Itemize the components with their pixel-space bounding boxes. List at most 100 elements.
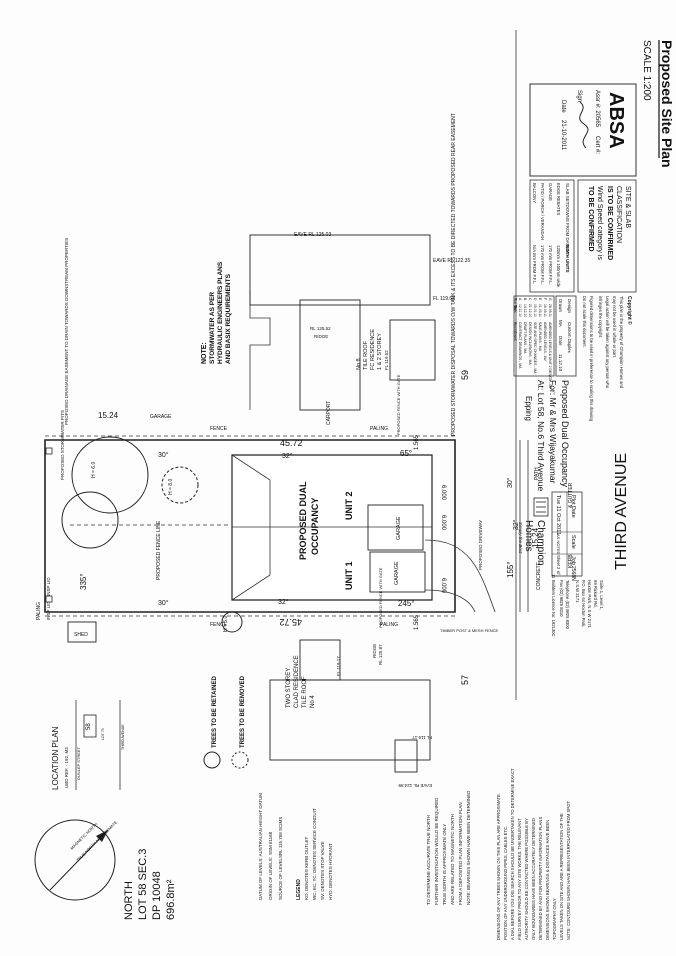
disclaimer-line: ONLY BOUNDARIES HAVE BEEN ACCURATELY DET… [531, 818, 536, 940]
angle-label: 30° [158, 451, 169, 459]
neighbour-fl: FL 119.17 [336, 656, 341, 676]
setdown-header-left: SLAB SETDOWNS FROM DATUM [565, 183, 570, 253]
project-suburb: Epping [524, 396, 533, 421]
revision-table: G 28.09.11 AMENDED LEVELS & UNIT 2 DESIG… [514, 295, 555, 389]
north-note-line: FURTHER INVESTIGATION WOULD BE REQUIRED [434, 797, 439, 905]
north-note-line: AND ARE RELATED TO MAGNETIC NORTH [450, 814, 455, 905]
neighbour-label: FC RESIDENCE [370, 329, 376, 370]
neighbour-label: No 8 [356, 358, 362, 370]
copyright-title: Copyright © [626, 296, 633, 325]
plot-info-table: Plot Date Tue 11 Oct 2011 Scale AS NOTED… [551, 491, 583, 581]
stormwater-pit-icon [45, 595, 53, 603]
location-ref: UBD REF. - 192, M3 [64, 747, 69, 788]
revision-col-amendment: Amendment [514, 322, 518, 341]
site-plan: PROPOSED DUAL OCCUPANCY UNIT 2 UNIT 1 GA… [36, 113, 630, 788]
revision-no: E [538, 298, 542, 301]
datum-source-value: RL 115.758 SCIMS [278, 817, 283, 855]
setdown-row-label: GARAGE [548, 183, 553, 201]
project-address: At: Lot 58, No.6 Third Avenue [536, 380, 546, 491]
disclaimer-line: TOPOGRAPHY ONLY [552, 898, 557, 940]
company-phone: Telephone (02) 9825 8300 [565, 580, 570, 630]
lot-number-left: 57 [460, 675, 470, 685]
dim-32: 32° [512, 519, 520, 530]
bearing-front: 155° [506, 561, 515, 578]
north-note-line: TO DETERMINE ACCURATE TRUE NORTH [426, 815, 431, 905]
neighbour-label: No 4 [310, 695, 316, 708]
neighbour-ridge: RIDGE [314, 334, 328, 339]
disclaimer-line: DIMENSIONS SHOWN BEARINGS & DISTANCES HA… [545, 820, 550, 940]
tree-retained-icon [71, 436, 149, 514]
neighbour-building-left: TWO STOREY CLAD RESIDENCE TILE ROOF No 4… [269, 374, 432, 788]
neighbour-label: TWO STOREY [286, 668, 292, 708]
sheet-title: Proposed Site Plan [659, 40, 675, 168]
disclaimer-line: DIMENSIONS OF ANY TREES SHOWN ON THIS PL… [496, 793, 501, 940]
absa-cert: Cert #: [594, 136, 600, 154]
bearing-right: 65° [400, 449, 412, 458]
neighbour-rl: RL 125.52 [310, 326, 331, 331]
setdown-row-value: 170 mm FROM F.F.L. [548, 245, 553, 285]
company-address-line: Hoxton Park, N.S.W 2171 [587, 580, 592, 629]
revision-no: F [543, 298, 547, 300]
proposed-driveway [424, 539, 496, 613]
north-note: TO DETERMINE ACCURATE TRUE NORTH FURTHER… [426, 790, 471, 905]
offset-dimension: 1.565 [414, 614, 420, 630]
shed [67, 621, 97, 643]
classification-line-2: CLASSIFICATION [615, 186, 622, 243]
revision-date: 12.11.10 [518, 304, 522, 317]
disclaimer-line: A DIAL BEFORE YOU DIG SEARCH SHOULD BE U… [510, 768, 515, 940]
stormwater-disposal-label: PROPOSED STORMWATER DISPOSAL TOWARDS O/W… [451, 113, 457, 436]
stormwater-pits-label: PROPOSED STORMWATER PITS [60, 410, 65, 480]
concrete-label: CONCRETE [536, 561, 542, 590]
design-value: Custom Duplex [567, 322, 572, 354]
north-note-line: NOTE: BEARINGS SHOWN HAVE BEEN DETERMINE… [466, 790, 471, 905]
drainage-easement-label: PROPOSED DRAINAGE EASEMENT TO DRAIN TOWA… [64, 238, 69, 425]
eave-level: EAVE RL 124.89 [398, 783, 432, 788]
location-lot [83, 714, 97, 738]
revision-amendment: AMENDED LEVELS & UNIT 2 DESIGN - BT [548, 322, 552, 389]
note-title: NOTE: [201, 342, 208, 364]
lot-width-top: 15.24 [98, 411, 119, 420]
neighbour-label: TILE ROOF [302, 676, 308, 708]
location-street: DUNLEP STREET [76, 746, 81, 780]
note-line: STORMWATER AS PER [209, 292, 216, 364]
driveway-label: PROPOSED DRIVEWAY [478, 520, 483, 570]
setdown-header-right: BOTH UNITS [565, 245, 570, 273]
classification-line-3: IS TO BE CONFIRMED [606, 186, 613, 260]
setdown-row-value: 120mm x 100mm wide [556, 245, 561, 288]
plot-sheet-value: 2 [556, 567, 561, 570]
bearing-rear: 335° [79, 573, 88, 590]
fence-label: FENCE [210, 426, 228, 432]
rear-garage-label: GARAGE [150, 414, 172, 420]
lot-boundary [44, 439, 456, 613]
lot-label: LOT 58 SEC.3 [137, 849, 149, 920]
carport-label: CARPORT [326, 401, 332, 425]
slab-setdown-table: SLAB SETDOWNS FROM DATUM BOTH UNITS EDGE… [529, 179, 575, 293]
tree-legend: TREES TO BE RETAINED TREES TO BE REMOVED [203, 675, 249, 769]
revision-col-no: Rev No. [514, 298, 518, 310]
datum-block: DATUM OF LEVELS: AUSTRALIAN HEIGHT DATUM… [258, 793, 283, 900]
note-line: AND BASIX REQUIREMENTS [225, 273, 232, 364]
plot-of-value: 11 [551, 574, 556, 579]
legend-item: HYD: DENOTES HYDRANT [328, 843, 333, 900]
copyright-line: This plan is the property of Champion Ho… [619, 296, 624, 389]
company-block: Champion Homes Simply the Best Suite 1, … [518, 497, 604, 637]
plot-scale-label: Scale [570, 535, 576, 549]
unit-2-label: UNIT 2 [344, 491, 354, 520]
legend-item: KO: DENOTES KERB OUTLET [304, 836, 309, 900]
shed-label: SHED [74, 632, 88, 638]
neighbour-label: CLAD RESIDENCE [294, 655, 300, 708]
garage-unit-1 [369, 551, 426, 593]
garage-label: GARAGE [394, 561, 400, 585]
neighbour-label: 1 & 2 STOREY [377, 333, 383, 370]
proposed-fence-line-label: PROPOSED FENCE LINE [156, 520, 162, 580]
lot-number-right: 59 [460, 370, 470, 380]
classification-line-5: TO BE CONFIRMED [587, 186, 594, 252]
dim-6000: 6.000 [440, 485, 446, 501]
disclaimer-line: POSITION OF ANY UNDERGROUND PIPES, CABLE… [503, 826, 508, 940]
design-label: Design [567, 299, 572, 314]
paling-label: PALING [380, 622, 398, 628]
legend-item: SV: DENOTES STOP VALVE [320, 841, 325, 900]
paling-label: PALING [370, 426, 388, 432]
classification-box: SITE & SLAB CLASSIFICATION IS TO BE CONF… [577, 179, 637, 293]
